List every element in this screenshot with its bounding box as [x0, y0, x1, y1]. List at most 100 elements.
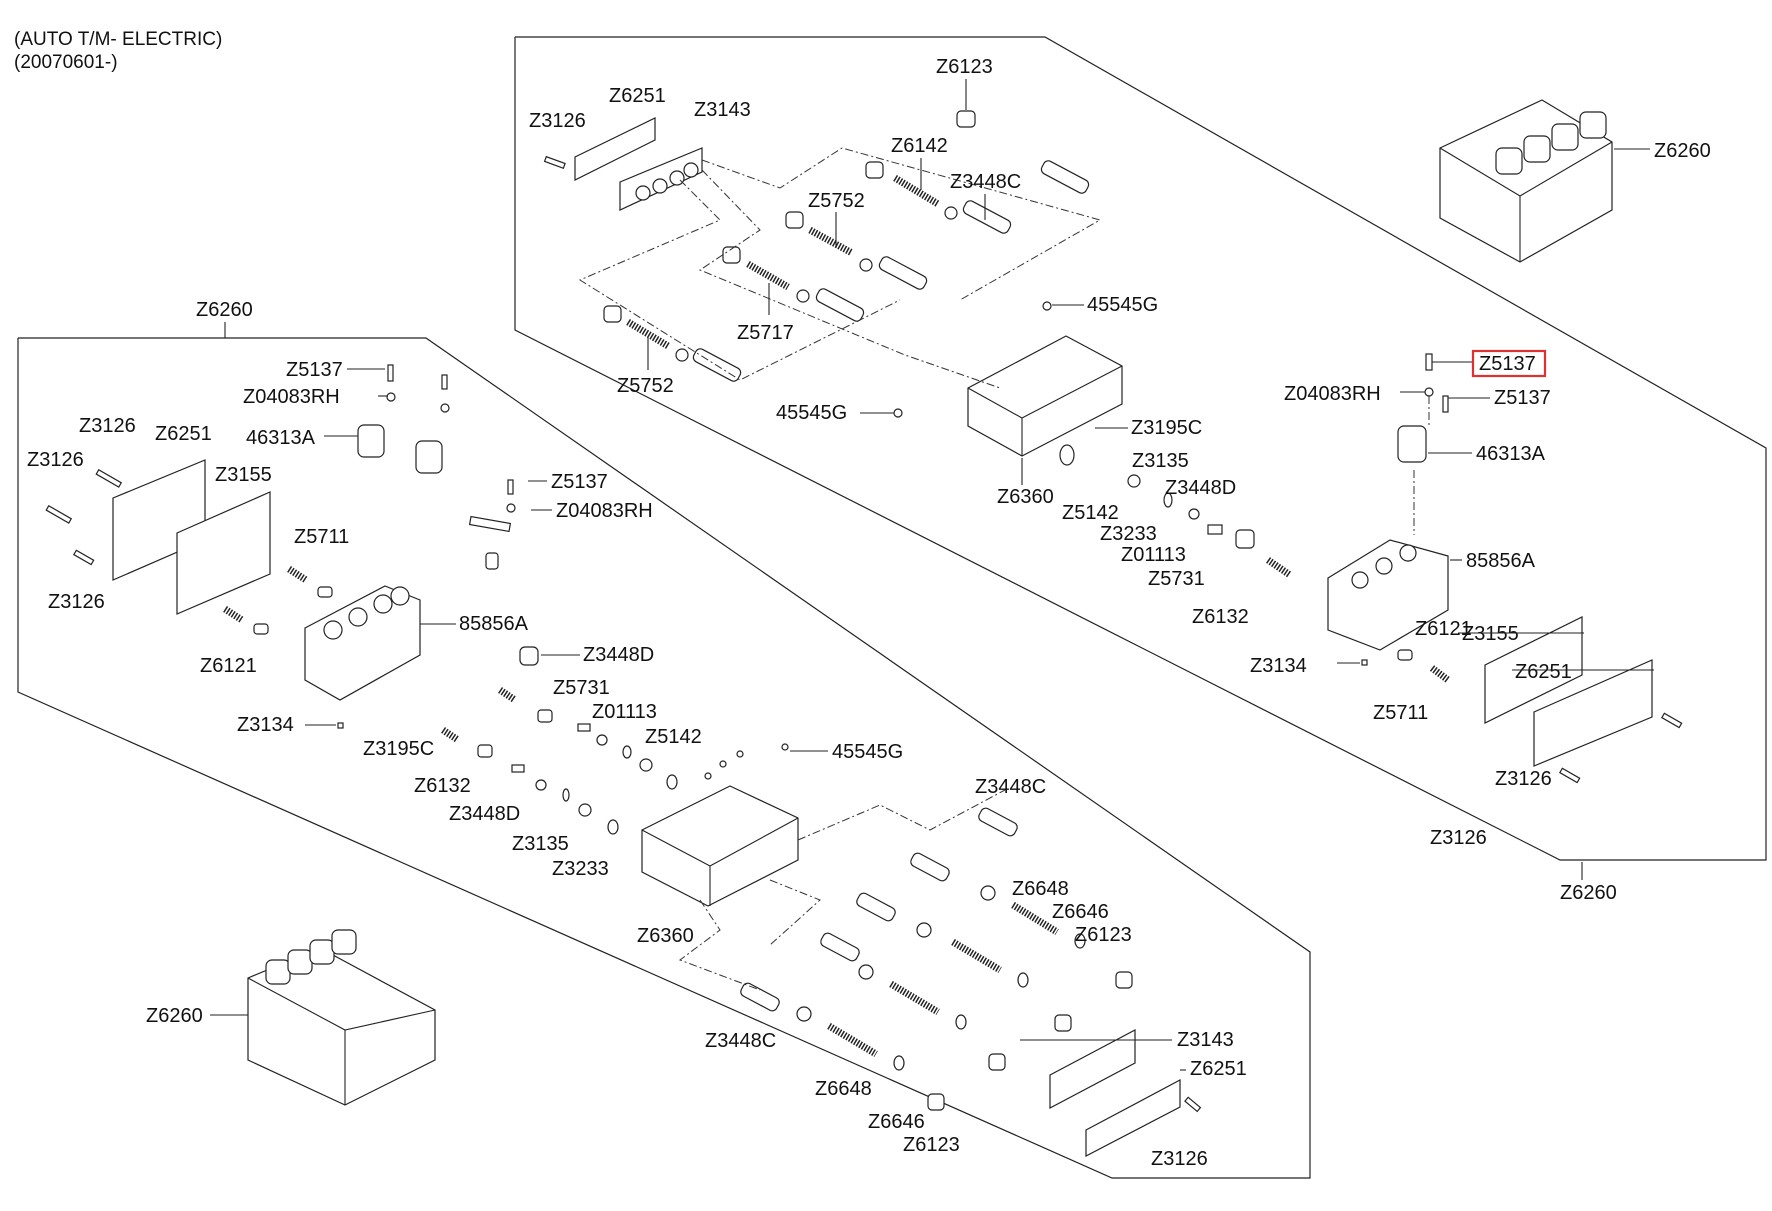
bolt-z3126[interactable]: [1559, 767, 1581, 784]
pin[interactable]: [511, 764, 525, 773]
valve[interactable]: [878, 255, 929, 291]
bolt-z3126[interactable]: [95, 468, 123, 488]
part-label[interactable]: Z3126: [1495, 768, 1552, 790]
part-label[interactable]: Z6132: [414, 775, 471, 797]
part-label[interactable]: Z6121: [200, 655, 257, 677]
valve[interactable]: [819, 931, 861, 962]
valve-z5711[interactable]: [317, 586, 333, 598]
bolt-z5137[interactable]: [1442, 395, 1449, 413]
spring-z5717[interactable]: [746, 260, 790, 291]
part-label[interactable]: Z6142: [891, 135, 948, 157]
ball-z3134[interactable]: [1361, 659, 1368, 666]
o-ring[interactable]: [562, 788, 570, 802]
part-label[interactable]: Z6132: [1192, 606, 1249, 628]
spring-z6648[interactable]: [827, 1022, 878, 1058]
washer-z04083rh[interactable]: [1424, 387, 1434, 397]
retainer[interactable]: [859, 258, 873, 272]
retainer[interactable]: [858, 964, 874, 980]
part-label[interactable]: 85856A: [459, 613, 529, 635]
part-label[interactable]: 85856A: [1466, 550, 1536, 572]
valve-z5711[interactable]: [1397, 649, 1413, 661]
part-label[interactable]: Z6648: [1012, 878, 1069, 900]
part-label[interactable]: Z5142: [1062, 502, 1119, 524]
retainer[interactable]: [596, 734, 608, 746]
part-label[interactable]: Z6260: [1560, 882, 1617, 904]
ball[interactable]: [736, 750, 744, 758]
part-label[interactable]: Z5137: [551, 471, 608, 493]
ball-45545g[interactable]: [893, 408, 903, 418]
bolt-z5137[interactable]: [387, 364, 394, 382]
part-label[interactable]: Z3448C: [975, 776, 1046, 798]
plug-z3233[interactable]: [578, 803, 592, 817]
plug[interactable]: [785, 211, 804, 229]
pin-z5731[interactable]: [1207, 524, 1223, 535]
part-label[interactable]: Z6646: [1052, 901, 1109, 923]
part-label[interactable]: Z3448D: [1165, 477, 1236, 499]
bolt-z3126[interactable]: [45, 504, 73, 524]
part-label[interactable]: Z3448D: [449, 803, 520, 825]
part-label[interactable]: Z6123: [936, 56, 993, 78]
part-label[interactable]: Z5731: [1148, 568, 1205, 590]
valve-body-z6360[interactable]: [641, 785, 799, 907]
solenoid[interactable]: [415, 440, 443, 474]
part-label[interactable]: Z6260: [146, 1005, 203, 1027]
part-label[interactable]: Z3448C: [705, 1030, 776, 1052]
part-label[interactable]: Z3135: [512, 833, 569, 855]
part-label[interactable]: Z6251: [1190, 1058, 1247, 1080]
part-label[interactable]: Z6123: [903, 1134, 960, 1156]
bolt-z3126[interactable]: [543, 155, 566, 170]
bolt-z3126[interactable]: [1661, 712, 1683, 729]
part-label[interactable]: 46313A: [1476, 443, 1546, 465]
cap[interactable]: [1017, 972, 1029, 988]
part-label[interactable]: Z04083RH: [556, 500, 653, 522]
part-label[interactable]: Z5711: [294, 526, 349, 548]
gasket-z3155[interactable]: [176, 491, 271, 615]
ball[interactable]: [704, 772, 712, 780]
part-label[interactable]: Z5711: [1373, 702, 1428, 724]
retainer[interactable]: [980, 885, 996, 901]
o-ring-z5142[interactable]: [1059, 444, 1075, 466]
part-label[interactable]: Z6121: [1415, 618, 1472, 640]
plug[interactable]: [865, 161, 884, 179]
valve[interactable]: [815, 287, 866, 323]
valve-body-85856a[interactable]: [1327, 539, 1449, 651]
part-label[interactable]: Z5717: [737, 322, 794, 344]
part-label[interactable]: Z5137: [1494, 387, 1551, 409]
part-label[interactable]: Z6360: [997, 486, 1054, 508]
part-label[interactable]: Z3195C: [363, 738, 434, 760]
plug-z6123[interactable]: [1115, 971, 1133, 989]
spring-z6142[interactable]: [893, 175, 940, 207]
o-ring[interactable]: [607, 819, 619, 835]
part-label[interactable]: Z3448C: [950, 171, 1021, 193]
part-label[interactable]: Z6260: [1654, 140, 1711, 162]
plug[interactable]: [988, 1053, 1006, 1071]
valve-z3448c[interactable]: [977, 806, 1019, 837]
part-label[interactable]: Z3134: [237, 714, 294, 736]
solenoid-46313a[interactable]: [357, 424, 385, 458]
part-label[interactable]: Z3448D: [583, 644, 654, 666]
retainer[interactable]: [675, 348, 689, 362]
valve[interactable]: [909, 851, 951, 882]
part-label[interactable]: Z01113: [1121, 544, 1186, 566]
spring-z6121[interactable]: [223, 606, 244, 623]
gasket-z3143[interactable]: [1049, 1029, 1136, 1109]
retainer[interactable]: [916, 922, 932, 938]
cap[interactable]: [955, 1014, 967, 1030]
valve[interactable]: [855, 891, 897, 922]
solenoid-46313a[interactable]: [1397, 425, 1427, 463]
o-ring-z01113[interactable]: [1163, 492, 1173, 508]
part-label-highlighted[interactable]: Z5137: [1479, 353, 1536, 375]
valve[interactable]: [537, 709, 553, 723]
separator-plate-z6251[interactable]: [1533, 659, 1653, 767]
part-label[interactable]: 46313A: [246, 427, 316, 449]
valve-z3448d[interactable]: [1235, 529, 1255, 549]
valve-z3448d[interactable]: [477, 744, 493, 758]
part-label[interactable]: Z3155: [215, 464, 272, 486]
part-label[interactable]: Z5752: [808, 190, 865, 212]
part-label[interactable]: Z3126: [1430, 827, 1487, 849]
spring[interactable]: [287, 566, 308, 583]
spring-z6132[interactable]: [1266, 557, 1292, 578]
o-ring-z5142[interactable]: [666, 774, 678, 790]
valve-z3448c[interactable]: [739, 981, 781, 1012]
part-label[interactable]: Z5142: [645, 726, 702, 748]
